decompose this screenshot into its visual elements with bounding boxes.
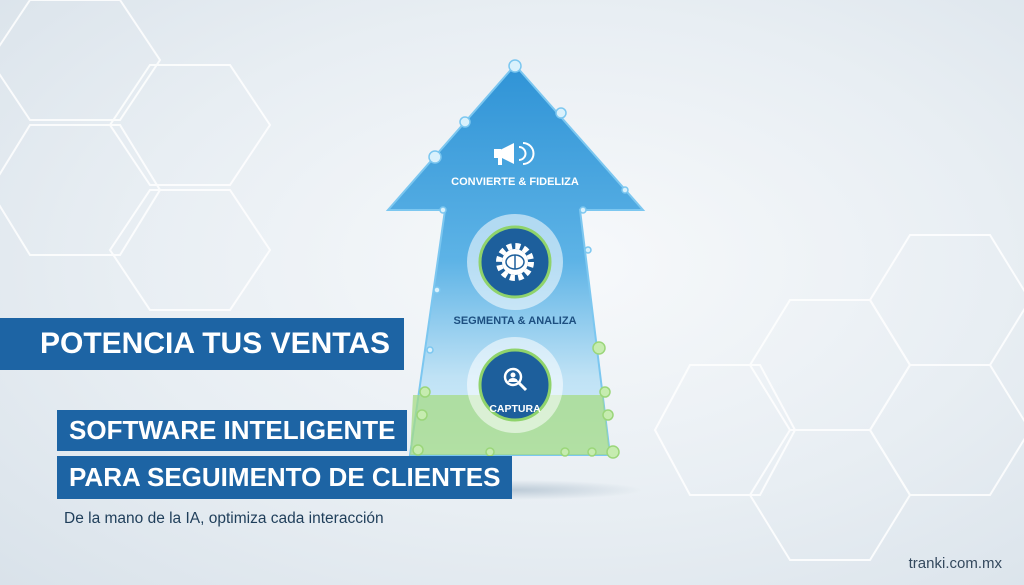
subheadline-banner-1: SOFTWARE INTELIGENTE	[57, 410, 408, 451]
search-user-icon	[503, 367, 528, 392]
step-label-segmenta: SEGMENTA & ANALIZA	[453, 315, 577, 327]
megaphone-icon	[494, 142, 535, 165]
website-link[interactable]: tranki.com.mx	[908, 555, 1002, 572]
step-label-convierte: CONVIERTE & FIDELIZA	[451, 176, 579, 188]
tagline: De la mano de la IA, optimiza cada inter…	[64, 510, 384, 527]
step-label-captura: CAPTURA	[489, 403, 541, 415]
subheadline-banner-2: PARA SEGUIMENTO DE CLIENTES	[57, 456, 513, 499]
brain-gear-icon	[496, 243, 534, 281]
headline-banner: POTENCIA TUS VENTAS	[0, 318, 405, 370]
hexagon-pattern	[0, 0, 1024, 560]
